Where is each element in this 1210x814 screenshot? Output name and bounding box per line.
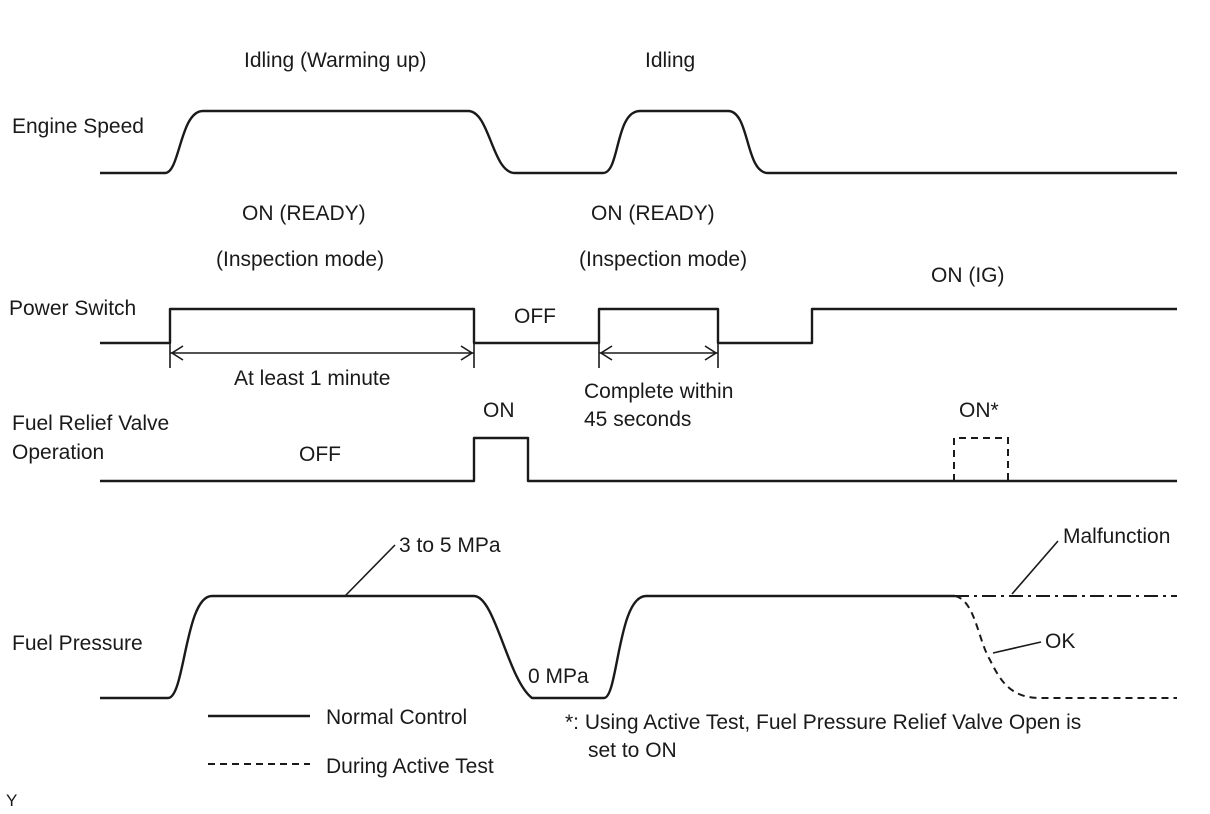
arrowhead-right-icon (704, 345, 718, 361)
relief-off-label: OFF (299, 443, 341, 466)
ok-leader (992, 641, 1042, 654)
idling-warming-up-label: Idling (Warming up) (244, 49, 426, 72)
fuel-relief-valve-waveform (100, 436, 1177, 483)
complete-within-label-line1: Complete within (584, 380, 733, 403)
engine-speed-waveform (100, 109, 1177, 175)
legend-normal-control-label: Normal Control (326, 706, 467, 729)
arrowhead-right-icon (460, 345, 474, 361)
footnote-line2: set to ON (588, 739, 677, 762)
on-ready-label-2: ON (READY) (591, 202, 715, 225)
footnote-line1: *: Using Active Test, Fuel Pressure Reli… (565, 711, 1081, 734)
arrowhead-left-icon (599, 345, 613, 361)
power-switch-label: Power Switch (9, 297, 136, 320)
pressure-3-to-5-leader (344, 544, 396, 597)
on-ready-label-1: ON (READY) (242, 202, 366, 225)
fuel-relief-valve-label-line1: Fuel Relief Valve (12, 412, 169, 435)
relief-on-label: ON (483, 399, 515, 422)
malfunction-leader (1011, 540, 1059, 595)
on-ig-label: ON (IG) (931, 264, 1005, 287)
relief-on-star-label: ON* (959, 399, 999, 422)
fuel-relief-valve-label-line2: Operation (12, 441, 104, 464)
corner-mark: Y (6, 791, 17, 810)
engine-speed-label: Engine Speed (12, 115, 144, 138)
inspection-mode-label-2: (Inspection mode) (579, 248, 747, 271)
idling-label: Idling (645, 49, 695, 72)
pressure-3-to-5-label: 3 to 5 MPa (399, 534, 501, 557)
ok-pressure-drop-line (954, 595, 1177, 699)
legend-during-active-test-label: During Active Test (326, 755, 494, 778)
power-switch-waveform (100, 307, 1177, 345)
malfunction-label: Malfunction (1063, 525, 1170, 548)
fuel-pressure-label: Fuel Pressure (12, 632, 143, 655)
inspection-mode-label-1: (Inspection mode) (216, 248, 384, 271)
arrowhead-left-icon (170, 345, 184, 361)
complete-within-label-line2: 45 seconds (584, 408, 691, 431)
ok-label: OK (1045, 630, 1075, 653)
active-test-relief-pulse (953, 437, 1009, 481)
off-label: OFF (514, 305, 556, 328)
fuel-pressure-waveform (100, 594, 955, 700)
pressure-0-label: 0 MPa (528, 665, 589, 688)
at-least-1-minute-label: At least 1 minute (234, 367, 390, 390)
